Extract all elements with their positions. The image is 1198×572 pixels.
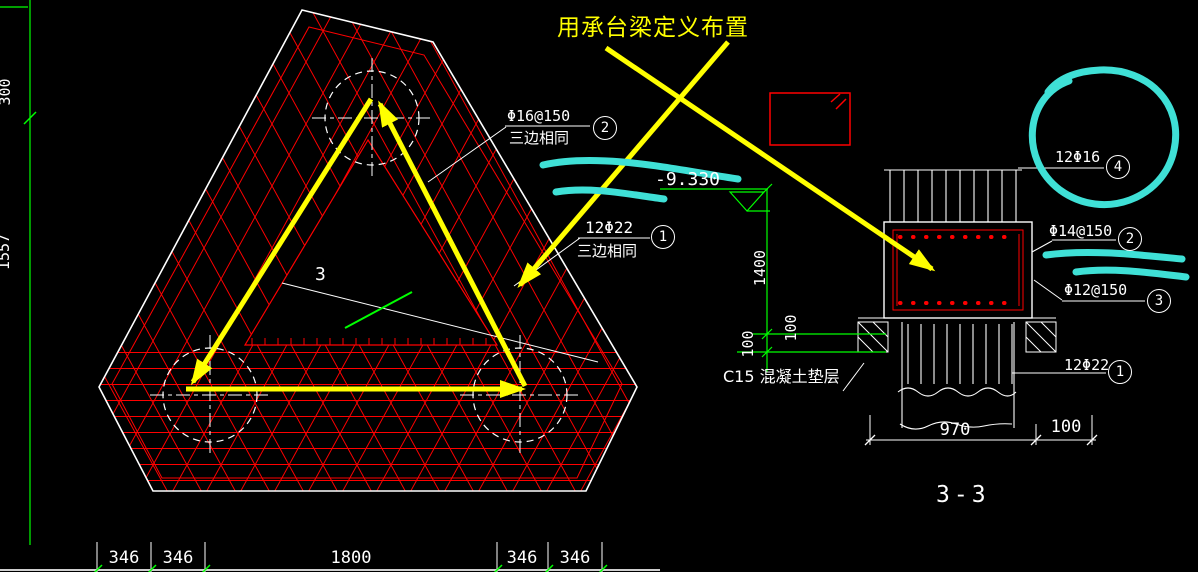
dim-height: 1400: [751, 249, 769, 287]
section-left-dimensions: [737, 183, 886, 372]
plan-section-mark: 3: [315, 264, 326, 285]
section-rebar-spec-3: Φ12@150: [1064, 281, 1128, 299]
section-rebar-spec-1: 12Φ22: [1064, 356, 1110, 374]
plan-rebar-note-1: 三边相同: [577, 242, 638, 260]
plan-rebar-note-2: 三边相同: [509, 129, 570, 147]
section-elevation-marker: [660, 188, 770, 212]
dim-offset-2: 100: [739, 330, 757, 358]
cyan-highlight-strokes: [539, 66, 1190, 281]
bubble-3-section: 3: [1147, 289, 1171, 313]
bubble-2-plan: 2: [593, 116, 617, 140]
bottom-dimension-ruler: [0, 542, 660, 572]
plan-outline: [98, 9, 638, 492]
section-bottom-dimensions: [864, 415, 1098, 446]
bubble-1-plan: 1: [651, 225, 675, 249]
dim-bottom-3: 1800: [330, 548, 372, 568]
revision-cloud-box: [769, 92, 851, 146]
section-cap-body: [883, 221, 1033, 319]
dim-left-1: 300: [0, 78, 14, 106]
dim-offset-1: 100: [782, 314, 800, 342]
section-cushion-layer: [857, 317, 1057, 353]
dim-bottom-5: 346: [559, 548, 591, 568]
bubble-4-section: 4: [1106, 155, 1130, 179]
dim-bottom-1: 346: [108, 548, 140, 568]
section-rebar-spec-4: 12Φ16: [1055, 148, 1101, 166]
bubble-1-section: 1: [1108, 360, 1132, 384]
dim-edge: 100: [1050, 417, 1082, 437]
dim-width: 970: [939, 420, 971, 440]
bubble-2-section: 2: [1118, 227, 1142, 251]
section-wall-stub: [884, 169, 1022, 222]
section-pile: [897, 322, 1017, 430]
elevation-value: -9.330: [655, 169, 721, 190]
dim-bottom-2: 346: [162, 548, 194, 568]
plan-rebar-spec-1: 12Φ22: [585, 218, 634, 237]
dim-left-2: 1557: [0, 233, 13, 271]
plan-section-cut-line: [281, 282, 599, 363]
section-rebar-spec-2: Φ14@150: [1049, 222, 1113, 240]
material-note: C15 混凝土垫层: [723, 367, 840, 386]
left-dimension-ruler: [0, 0, 37, 545]
plan-label-leaders: [427, 125, 650, 287]
section-label-leaders: [842, 167, 1145, 392]
pile-circles: [150, 58, 580, 455]
plan-rebar-spec-2: Φ16@150: [507, 107, 571, 125]
section-title: 3-3: [936, 482, 990, 508]
annotation-title: 用承台梁定义布置: [557, 15, 749, 41]
dim-bottom-4: 346: [506, 548, 538, 568]
